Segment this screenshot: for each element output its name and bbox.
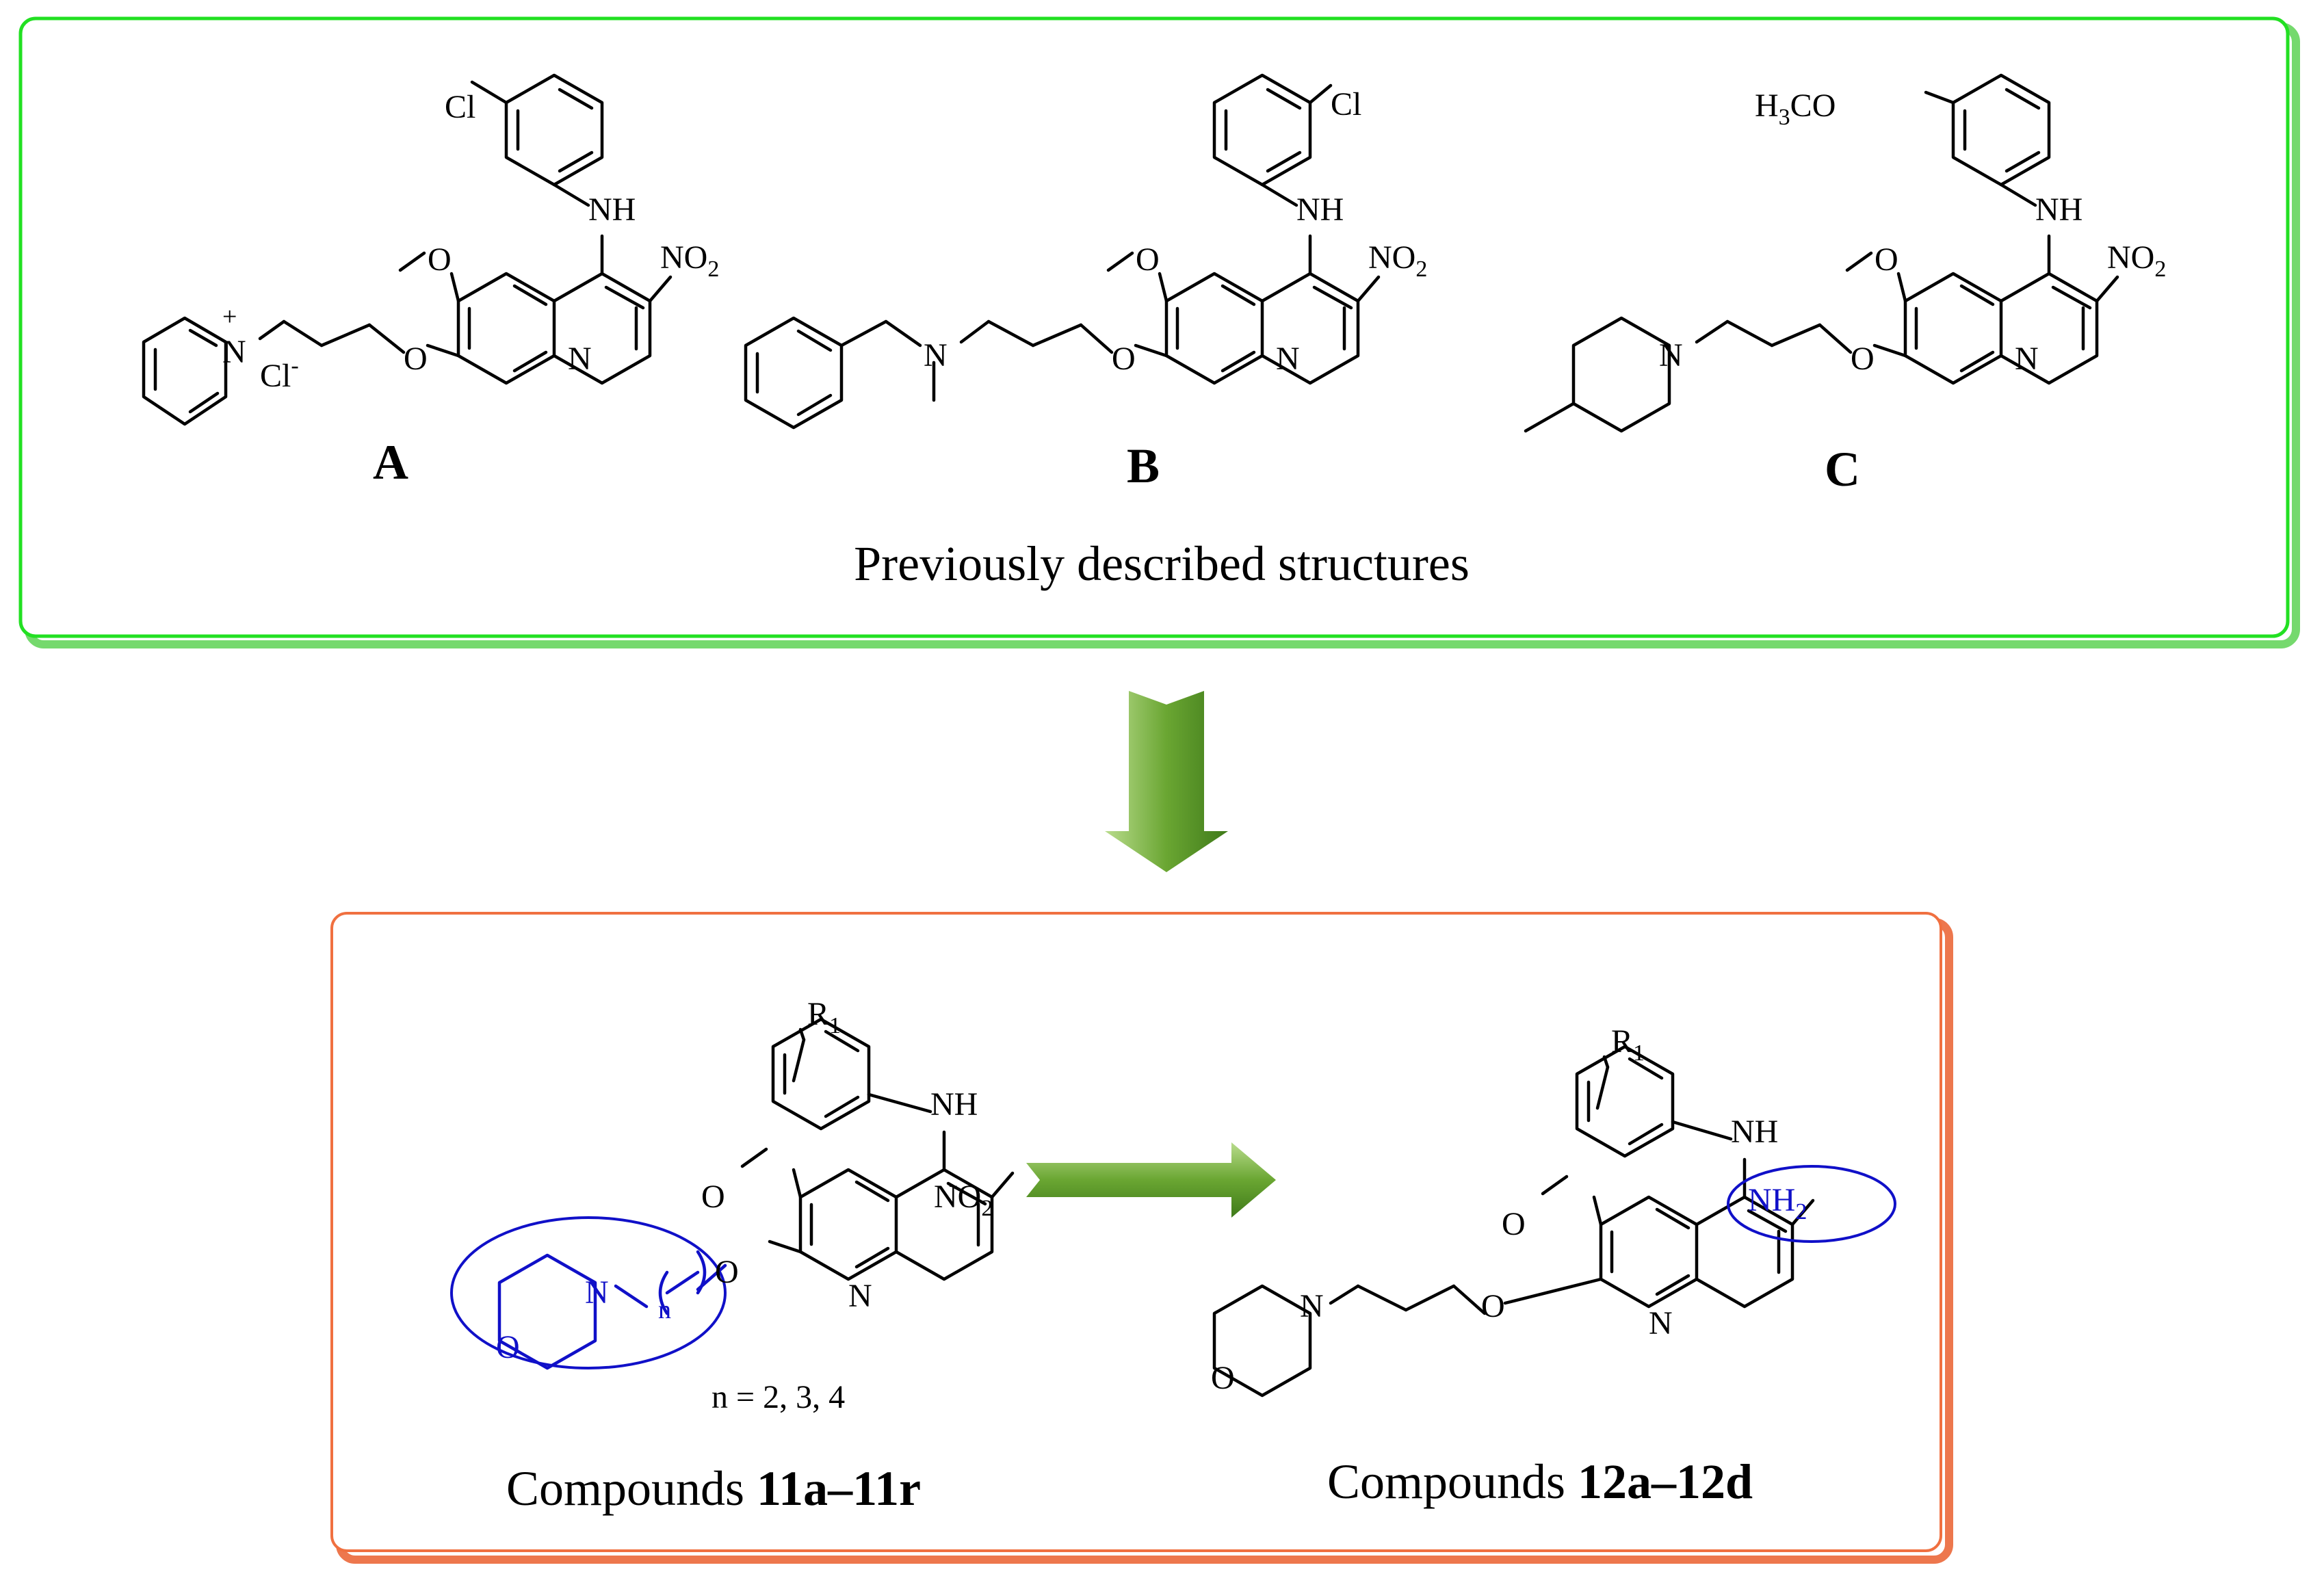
nitro-label-a: NO2 xyxy=(660,239,719,282)
substituent-r1-left: R1 xyxy=(807,996,841,1038)
ring-n-label-left: N xyxy=(848,1278,872,1314)
chain-note: n = 2, 3, 4 xyxy=(711,1379,845,1415)
methoxy-o-left: O xyxy=(701,1179,725,1215)
pyridinium-n-a: N xyxy=(222,334,246,370)
compound-label-c: C xyxy=(1825,442,1860,497)
ether-o-left: O xyxy=(715,1254,739,1290)
amine-label-c: NH xyxy=(2035,192,2083,228)
nitro-label-b: NO2 xyxy=(1368,239,1427,282)
morpholine-n-left: N xyxy=(585,1274,609,1311)
ether-o-right: O xyxy=(1481,1288,1505,1324)
amine-label-b: NH xyxy=(1296,192,1344,228)
substituent-r1-right: R1 xyxy=(1611,1023,1645,1066)
caption-compounds-11: Compounds 11a–11r xyxy=(506,1461,921,1516)
top-panel-caption: Previously described structures xyxy=(854,536,1470,591)
ring-n-label-right: N xyxy=(1649,1305,1673,1341)
morpholine-n-right: N xyxy=(1300,1288,1324,1324)
piperidine-n-c: N xyxy=(1659,337,1683,373)
compound-12-series: R1 NH NH2 N O O N O Compounds 12a–12d xyxy=(1211,1023,1896,1509)
ring-n-label-a: N xyxy=(568,341,592,377)
amine-label-left: NH xyxy=(930,1086,978,1123)
methoxy-o-b: O xyxy=(1136,241,1160,278)
compound-label-a: A xyxy=(373,435,408,490)
compound-c: H3CO NH NO2 N O O N C xyxy=(1524,73,2166,497)
morpholine-o-right: O xyxy=(1211,1360,1235,1396)
chain-index-n: n xyxy=(658,1296,671,1324)
methoxy-o-a: O xyxy=(428,241,452,278)
right-arrow-icon xyxy=(1026,1142,1276,1218)
amine-label-right: NH xyxy=(1731,1114,1778,1150)
ether-o-c: O xyxy=(1851,341,1875,377)
compound-a: Cl NH NO2 N O O N + Cl- A xyxy=(142,73,719,490)
previously-described-panel xyxy=(18,16,2300,648)
amine-label-a: NH xyxy=(588,192,636,228)
aryl-substituent-a: Cl xyxy=(445,89,475,125)
methoxy-o-right: O xyxy=(1502,1206,1526,1242)
new-compounds-panel xyxy=(330,912,1953,1564)
nitro-label-c: NO2 xyxy=(2107,239,2166,282)
aryl-substituent-c: H3CO xyxy=(1755,88,1836,130)
nitro-label-left: NO2 xyxy=(934,1179,993,1221)
methoxy-o-c: O xyxy=(1875,241,1898,278)
aryl-substituent-b: Cl xyxy=(1331,86,1361,122)
amine-n-b: N xyxy=(924,337,948,373)
amino-label-right: NH2 xyxy=(1748,1182,1807,1224)
charge-a: + xyxy=(222,302,237,331)
ring-n-label-c: N xyxy=(2015,341,2039,377)
down-arrow-icon xyxy=(1105,691,1228,872)
caption-compounds-12: Compounds 12a–12d xyxy=(1327,1454,1753,1509)
compound-11-series: R1 NH NO2 N O O N O n n = 2, 3, 4 Compou… xyxy=(450,996,1015,1516)
ring-n-label-b: N xyxy=(1276,341,1300,377)
compound-b: Cl NH NO2 N O O N B xyxy=(744,73,1427,493)
compound-label-b: B xyxy=(1127,438,1160,493)
counterion-a: Cl- xyxy=(260,353,299,394)
ether-o-b: O xyxy=(1112,341,1136,377)
morpholine-o-left: O xyxy=(496,1329,520,1365)
ether-o-a: O xyxy=(404,341,428,377)
